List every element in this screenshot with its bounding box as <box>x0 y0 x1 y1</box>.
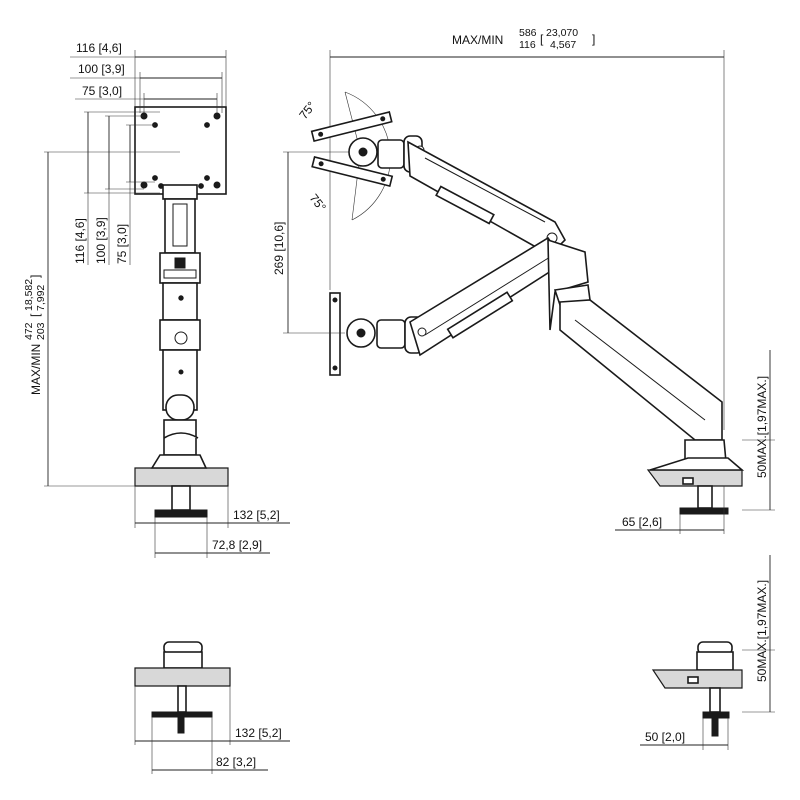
base-depth: 82 [3,2] <box>216 755 256 769</box>
upper-tilt-block <box>377 139 405 169</box>
column-collar <box>163 432 199 439</box>
height-min-in: 7,992 <box>35 285 47 311</box>
clamp-desk <box>646 469 743 487</box>
height-max-in: 18,582 <box>23 279 35 311</box>
vesa-hole <box>213 181 221 189</box>
vesa-width-116: 116 [4,6] <box>76 41 122 55</box>
tilt-down-label: 75° <box>307 191 329 214</box>
lower-arm <box>162 282 198 321</box>
upper-arm-side <box>407 140 566 256</box>
vesa-height-116: 116 [4,6] <box>73 218 87 264</box>
arm-bolt <box>178 295 184 301</box>
bottom-side-view: 50MAX.[1,97MAX.] 50 [2,0] <box>640 555 775 750</box>
clamp-top <box>649 457 745 471</box>
vesa-width-100: 100 [3,9] <box>78 62 125 76</box>
elbow-detail <box>174 257 186 269</box>
clamp-top <box>150 454 208 469</box>
upper-arm-cable <box>435 185 495 225</box>
vesa-width-75: 75 [3,0] <box>82 84 122 98</box>
column-base <box>163 651 203 669</box>
arm-bolt <box>178 369 184 375</box>
clamp-screw <box>177 685 187 713</box>
clamp-base <box>134 667 231 687</box>
upper-arm-inner <box>172 203 188 247</box>
monitor-offset: 269 [10,6] <box>272 222 286 275</box>
front-view: 116 [4,6] 100 [3,9] 75 [3,0] 116 [4,6] 1… <box>23 41 290 558</box>
clamp-base <box>134 467 229 487</box>
clamp-tab <box>682 477 694 485</box>
vesa-hole <box>198 183 204 189</box>
bracket: [ <box>28 313 42 317</box>
reach-min-in: 4,567 <box>550 39 576 51</box>
height-max: 472 <box>23 322 35 340</box>
lower-monitor <box>329 292 341 376</box>
tilt-up-label: 75° <box>296 99 318 122</box>
elbow-detail <box>163 269 197 279</box>
clamp-screw-lower <box>711 717 719 737</box>
clamp-post <box>697 485 713 509</box>
clamp-screw-lower <box>177 716 185 734</box>
clamp-screw <box>709 687 721 713</box>
clamp-post <box>171 485 191 511</box>
arm-cap <box>165 394 195 421</box>
clamp-plate <box>702 711 730 719</box>
lower-tilt-block <box>376 319 406 349</box>
lower-arm-cable <box>446 291 514 339</box>
height-prefix: MAX/MIN <box>29 344 43 395</box>
base-width: 132 [5,2] <box>235 726 282 740</box>
tilt-knob-center <box>356 328 366 338</box>
tilt-knob-center <box>358 147 368 157</box>
upper-arm-edge <box>424 157 546 223</box>
reach-prefix: MAX/MIN <box>452 33 503 47</box>
clamp-depth: 65 [2,6] <box>622 515 662 529</box>
reach-max: 586 <box>519 27 537 39</box>
bracket: ] <box>592 32 595 46</box>
tilt-head <box>162 184 198 200</box>
tilted-monitor-up <box>310 111 393 143</box>
vesa-height-100: 100 [3,9] <box>94 217 108 264</box>
height-min: 203 <box>35 322 47 340</box>
tilted-monitor-down <box>311 156 394 188</box>
vesa-hole <box>213 112 221 120</box>
reach-max-in: 23,070 <box>546 27 578 39</box>
overall-height-label: MAX/MIN 472 203 [ 18,582 7,992 ] <box>23 275 47 395</box>
clamp-tab <box>687 676 699 684</box>
vesa-hole <box>140 181 148 189</box>
vesa-hole <box>152 175 158 181</box>
clamp-depth: 50 [2,0] <box>645 730 685 744</box>
side-view: MAX/MIN 586 116 [ 23,070 4,567 ] 75° 75° <box>272 27 775 534</box>
vesa-hole <box>204 175 210 181</box>
arm-pivot <box>417 327 427 337</box>
column-base <box>696 651 734 671</box>
bottom-front-view: 132 [5,2] 82 [3,2] <box>134 641 290 774</box>
clamp-plate <box>154 509 208 518</box>
base-depth: 72,8 [2,9] <box>212 538 262 552</box>
monitor-screw <box>332 297 338 303</box>
bracket: [ <box>540 32 544 46</box>
lower-arm-edge <box>424 256 551 336</box>
forearm-side <box>559 299 723 441</box>
clamp-plate <box>679 507 729 515</box>
vesa-height-75: 75 [3,0] <box>115 224 129 264</box>
vesa-hole <box>204 122 210 128</box>
forearm-edge <box>574 319 706 421</box>
clamp-thickness: 50MAX.[1,97MAX.] <box>755 580 769 682</box>
reach-min: 116 <box>519 39 536 51</box>
clamp-thickness: 50MAX.[1,97MAX.] <box>755 376 769 478</box>
base-width: 132 [5,2] <box>233 508 280 522</box>
monitor-screw <box>332 365 338 371</box>
vesa-plate <box>134 106 227 195</box>
bracket: ] <box>28 275 42 278</box>
arm-bolt <box>174 331 188 345</box>
